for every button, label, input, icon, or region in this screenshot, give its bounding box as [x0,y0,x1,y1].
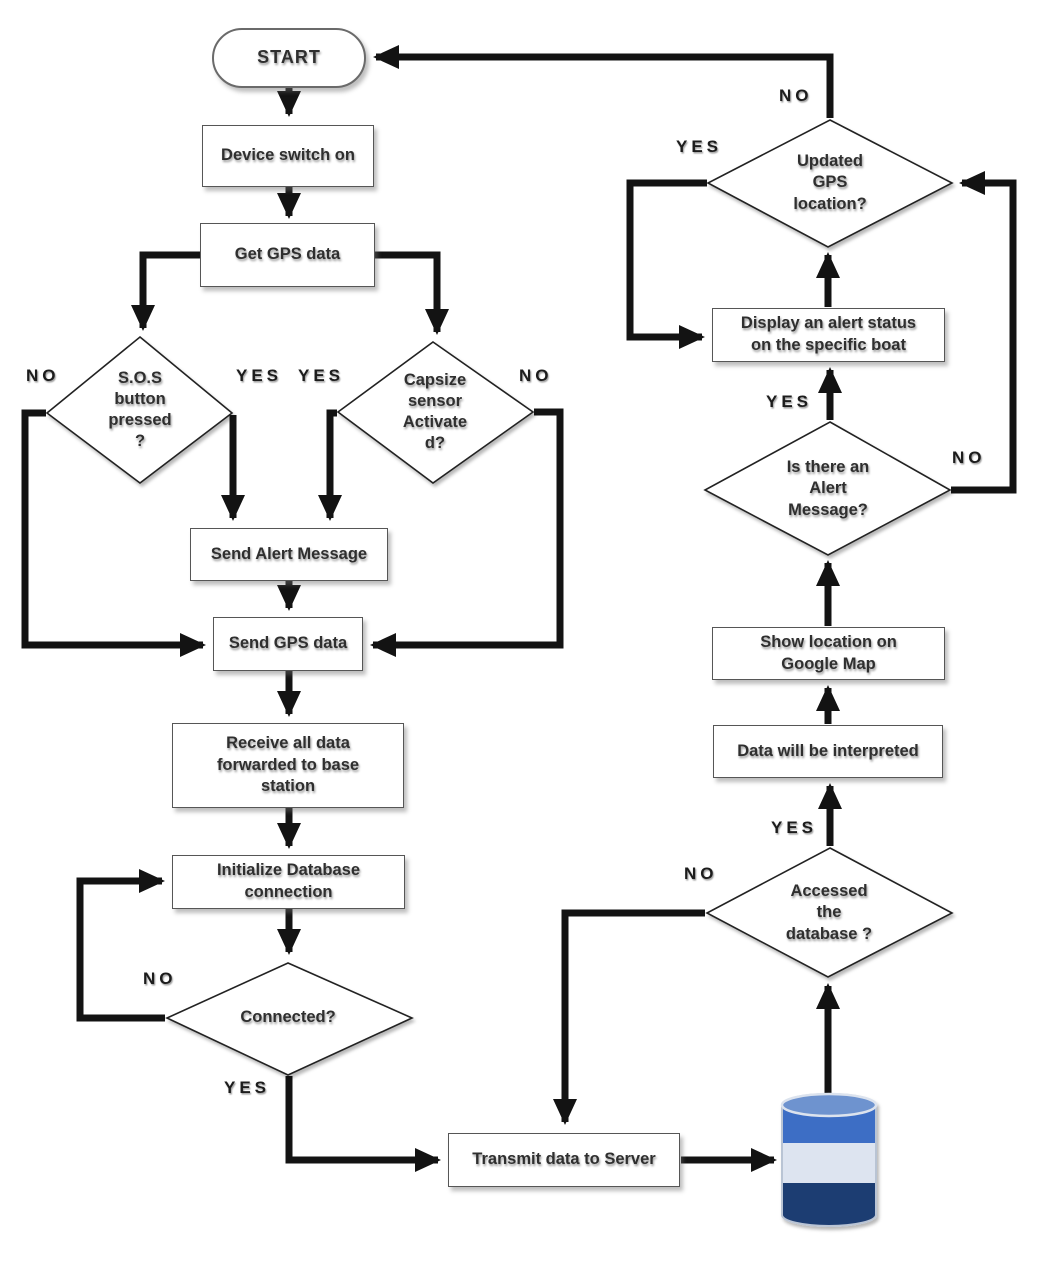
accessed-line2: the [816,903,842,922]
connector-updated-no-start [373,45,834,118]
connected-diamond [165,962,414,1076]
send-alert-node: Send Alert Message [190,528,388,581]
sos-line1: S.O.S [117,368,162,387]
capsize-diamond [336,341,535,484]
sos-no-label: NO [26,366,60,385]
alertq-line3: Message? [788,500,868,519]
transmit-node: Transmit data to Server [448,1133,680,1187]
start-node: START [212,28,366,88]
connector-updated-yes-display [626,179,707,349]
accessed-line3: database ? [785,924,873,943]
decision-diamonds [45,119,954,1076]
receive-base-node: Receive all data forwarded to base stati… [172,723,404,808]
get-gps-label: Get GPS data [234,245,341,264]
send-alert-label: Send Alert Message [210,544,368,563]
sos-diamond-label: S.O.S button pressed ? [95,352,185,468]
transmit-label: Transmit data to Server [472,1150,656,1169]
device-switch-node: Device switch on [202,125,374,187]
alert-message-diamond [703,421,952,556]
capsize-line2: sensor [407,391,463,410]
show-map-line2: Google Map [781,654,876,673]
interpret-node: Data will be interpreted [713,725,943,778]
updated-line3: location? [793,194,867,213]
capsize-diamond-label: Capsize sensor Activate d? [391,356,479,468]
init-db-line2: connection [244,883,333,901]
connector-connected-yes-transmit [285,1076,441,1172]
init-db-node: Initialize Database connection [172,855,405,909]
accessed-diamond [705,847,954,978]
display-alert-line1: Display an alert status [740,314,917,333]
capsize-line1: Capsize [403,370,467,389]
receive-base-line2: forwarded to base [216,755,360,774]
alert-no-label: NO [952,448,986,467]
interpret-label: Data will be interpreted [737,741,919,760]
display-alert-line2: on the specific boat [751,336,906,354]
connector-sos-no-sendgps [21,409,206,657]
connected-yes-label: YES [224,1078,271,1097]
connected-no-label: NO [143,969,177,988]
flow-connectors [21,45,1017,1172]
database-cylinder-icon [780,1092,878,1227]
sos-line4: ? [134,432,146,451]
connector-capsize-no-sendgps [370,408,564,657]
connected-text: Connected? [240,1008,336,1027]
alertq-line1: Is there an [786,458,870,477]
capsize-no-label: NO [519,366,553,385]
alert-message-diamond-label: Is there an Alert Message? [773,456,883,522]
start-label: START [257,47,321,68]
receive-base-line1: Receive all data [226,733,350,752]
device-switch-label: Device switch on [221,146,355,165]
accessed-no-label: NO [684,864,718,883]
updated-line2: GPS [812,173,848,192]
capsize-yes-label: YES [298,366,345,385]
get-gps-node: Get GPS data [200,223,375,287]
sos-diamond [45,335,234,485]
updated-line1: Updated [797,152,863,171]
accessed-diamond-label: Accessed the database ? [784,880,874,946]
connector-getgps-sos [131,251,200,331]
alert-yes-label: YES [766,392,813,411]
display-alert-node: Display an alert status on the specific … [712,308,945,362]
sos-line2: button [114,389,166,408]
capsize-line4: d? [424,434,446,453]
send-gps-node: Send GPS data [213,617,363,671]
updated-no-label: NO [779,86,813,105]
accessed-yes-label: YES [771,818,818,837]
init-db-line1: Initialize Database [216,861,361,880]
send-gps-label: Send GPS data [228,634,348,653]
capsize-line3: Activate [402,413,468,431]
accessed-line1: Accessed [790,882,868,901]
connector-alertq-no-updated [951,171,1017,494]
connector-getgps-capsize [374,251,449,335]
receive-base-line3: station [260,777,316,796]
show-map-node: Show location on Google Map [712,627,945,680]
sos-yes-label: YES [236,366,283,385]
show-map-line1: Show location on [760,632,897,651]
connected-diamond-label: Connected? [238,1006,338,1030]
connector-capsize-yes-sendalert [318,409,342,521]
updated-yes-label: YES [676,137,723,156]
connector-accessed-no-transmit [553,909,705,1125]
sos-line3: pressed [108,411,172,429]
updated-gps-diamond-label: Updated GPS location? [790,150,870,216]
updated-gps-diamond [706,119,954,248]
connector-connected-no-initdb [76,869,165,1022]
alertq-line2: Alert [809,479,847,498]
